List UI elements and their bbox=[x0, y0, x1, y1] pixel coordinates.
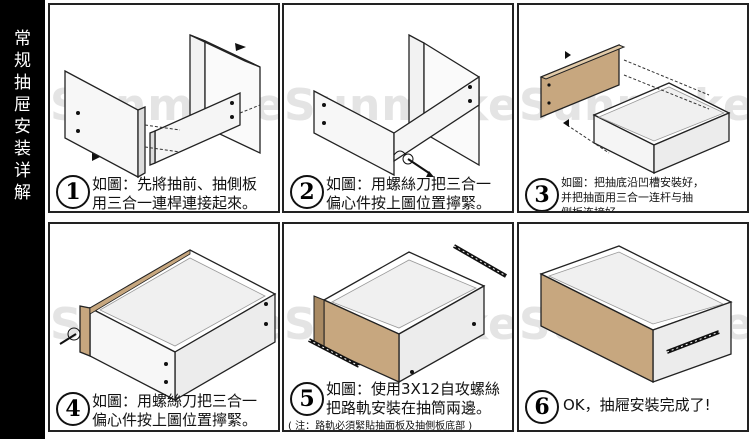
sidebar-title-char: 安 bbox=[14, 117, 31, 137]
step-caption: 如圖：把抽底沿凹槽安裝好，并把抽面用三合一连杆与抽侧板连接好。 bbox=[561, 176, 704, 213]
sidebar-title-char: 解 bbox=[14, 183, 31, 203]
step-number: 4 bbox=[56, 392, 90, 426]
sidebar-title-char: 屉 bbox=[14, 95, 31, 115]
step-number: 1 bbox=[56, 175, 90, 209]
step-3-illustration bbox=[539, 44, 731, 175]
step-number: 3 bbox=[525, 178, 559, 211]
step-caption: 如圖：使用3X12自攻螺絲把路軌安裝在抽筒兩邊。 bbox=[326, 380, 500, 417]
step-6-illustration bbox=[539, 245, 733, 384]
step-2-illustration bbox=[313, 33, 480, 177]
step-number: 2 bbox=[290, 175, 324, 209]
step-number: 6 bbox=[525, 390, 559, 424]
step-note: ( 注：路軌必須緊貼抽面板及抽側板底部 ) bbox=[288, 421, 473, 432]
step-5-illustration bbox=[308, 244, 507, 384]
step-caption: 如圖：用螺絲刀把三合一偏心件按上圖位置擰緊。 bbox=[92, 392, 258, 429]
step-panel-3: Sunmake+ 3 如圖：把抽底沿凹槽安裝好，并把抽面用三合一连杆与抽侧板连接… bbox=[517, 3, 749, 213]
step-1-illustration bbox=[64, 34, 261, 179]
step-caption: OK，抽屜安裝完成了! bbox=[563, 396, 711, 414]
sidebar-title-char: 详 bbox=[14, 161, 31, 181]
sidebar-title-char: 规 bbox=[14, 51, 31, 71]
sidebar-title-char: 装 bbox=[14, 139, 31, 159]
sidebar-title: 常规抽屉安装详解 bbox=[0, 0, 45, 439]
step-panel-6: Sunmake+ 6 OK，抽屜安裝完成了! bbox=[517, 222, 749, 432]
step-number: 5 bbox=[290, 382, 324, 416]
step-caption: 如圖：用螺絲刀把三合一偏心件按上圖位置擰緊。 bbox=[326, 175, 492, 212]
sidebar-title-char: 抽 bbox=[14, 73, 31, 93]
step-caption: 如圖：先將抽前、抽側板用三合一連桿連接起來。 bbox=[92, 175, 258, 212]
sidebar-title-char: 常 bbox=[14, 29, 31, 49]
step-4-illustration bbox=[59, 249, 277, 402]
